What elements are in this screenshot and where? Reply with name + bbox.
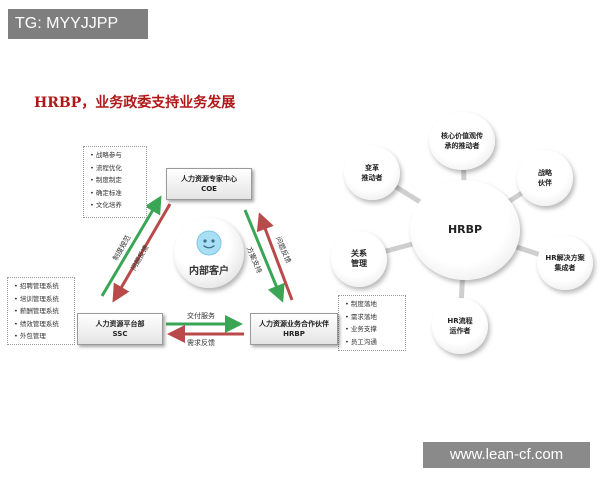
coe-box-name: 人力资源专家中心 — [181, 175, 237, 183]
label-bottom-right: 交付服务 — [187, 312, 215, 320]
ssc-box: 人力资源平台部 SSC — [77, 313, 163, 345]
list-item: 战略参与 — [90, 149, 146, 162]
sat-line: 战略 — [538, 169, 552, 177]
hrbp-box: 人力资源业务合作伙伴 HRBP — [250, 313, 338, 345]
coe-box: 人力资源专家中心 COE — [166, 168, 252, 200]
list-item: 制度制定 — [90, 174, 146, 187]
ssc-function-list: 招聘管理系统 培训管理系统 薪酬管理系统 绩效管理系统 外包管理 — [7, 277, 75, 345]
sat-line: 集成者 — [554, 264, 576, 272]
hrbp-function-list: 制度落地 需求落地 业务支撑 员工沟通 — [338, 295, 406, 351]
list-item: 员工沟通 — [345, 336, 405, 349]
list-item: 确定标准 — [90, 187, 146, 200]
hub-satellite-process: HR流程 运作者 — [432, 298, 488, 354]
watermark-top: TG: MYYJJPP — [8, 9, 148, 39]
list-item: 文化培养 — [90, 199, 146, 212]
sat-line: 关系 — [351, 249, 367, 258]
coe-function-list: 战略参与 流程优化 制度制定 确定标准 文化培养 — [83, 146, 147, 218]
sat-line: HR解决方案 — [545, 254, 585, 262]
smiley-face-icon — [196, 230, 222, 256]
watermark-bottom: www.lean-cf.com — [423, 442, 590, 468]
sat-line: 变革 — [365, 164, 379, 172]
sat-line: 推动者 — [361, 174, 383, 182]
sat-line: 运作者 — [449, 327, 471, 335]
arrow-left-down — [112, 203, 172, 303]
coe-box-abbr: COE — [201, 185, 217, 193]
internal-customer-circle: 内部客户 — [174, 218, 244, 288]
hrbp-box-name: 人力资源业务合作伙伴 — [259, 320, 329, 328]
list-item: 业务支撑 — [345, 323, 405, 336]
arrow-left-up — [100, 195, 162, 297]
sat-line: 核心价值观传 — [441, 132, 483, 140]
internal-customer-label: 内部客户 — [189, 266, 229, 277]
list-item: 绩效管理系统 — [14, 318, 74, 331]
list-item: 外包管理 — [14, 330, 74, 343]
list-item: 培训管理系统 — [14, 293, 74, 306]
hub-satellite-solution: HR解决方案 集成者 — [537, 236, 593, 290]
list-item: 薪酬管理系统 — [14, 305, 74, 318]
hrbp-box-abbr: HRBP — [283, 330, 305, 338]
hub-center-label: HRBP — [447, 223, 483, 236]
sat-line: 伙伴 — [538, 179, 552, 187]
hub-satellite-strategy: 战略 伙伴 — [517, 150, 573, 206]
hrbp-hub-center: HRBP — [410, 180, 520, 280]
sat-line: HR流程 — [447, 317, 473, 325]
sat-line: 承的推动者 — [444, 142, 480, 150]
arrow-right-down — [243, 209, 285, 303]
sat-line: 管理 — [351, 259, 367, 268]
page-title: HRBP，业务政委支持业务发展 — [34, 95, 236, 111]
arrow-right-up — [256, 212, 294, 301]
label-bottom-left: 需求反馈 — [187, 339, 215, 347]
ssc-box-abbr: SSC — [112, 330, 128, 338]
ssc-box-name: 人力资源平台部 — [95, 320, 145, 328]
list-item: 需求落地 — [345, 311, 405, 324]
hub-satellite-culture: 核心价值观传 承的推动者 — [429, 112, 495, 170]
list-item: 流程优化 — [90, 162, 146, 175]
hub-satellite-relations: 关系 管理 — [331, 231, 387, 287]
hub-satellite-change: 变革 推动者 — [344, 146, 400, 200]
list-item: 制度落地 — [345, 298, 405, 311]
list-item: 招聘管理系统 — [14, 280, 74, 293]
